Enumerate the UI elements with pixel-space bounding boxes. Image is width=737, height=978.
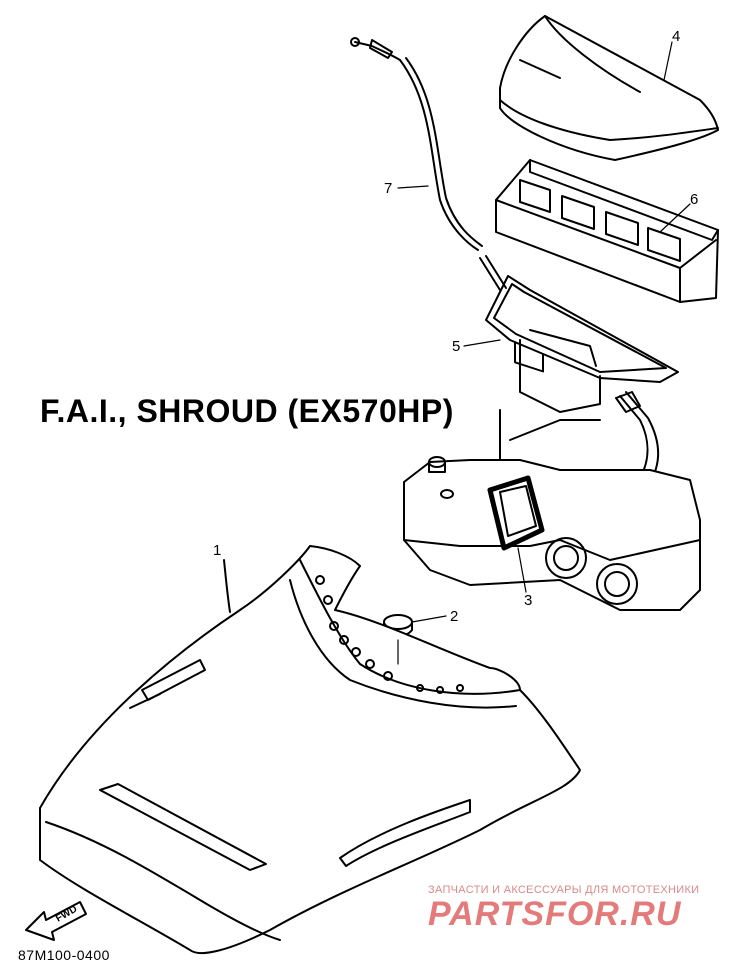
cover-lid-part xyxy=(499,15,719,161)
watermark-logo: PARTSFOR.RU xyxy=(428,895,682,933)
watermark-tagline: ЗАПЧАСТИ И АКСЕССУАРЫ ДЛЯ МОТОТЕХНИКИ xyxy=(428,884,700,896)
shroud-part xyxy=(39,545,581,954)
throttle-cable-part xyxy=(350,37,507,291)
forward-direction-arrow-icon xyxy=(25,901,87,941)
tray-frame-part xyxy=(485,275,679,413)
callout-part-1: 1 xyxy=(213,542,222,559)
callout-part-7: 7 xyxy=(384,180,393,197)
callout-part-4: 4 xyxy=(672,28,681,45)
leader-lines xyxy=(397,41,691,665)
diagram-code: 87M100-0400 xyxy=(18,947,110,963)
callout-part-2: 2 xyxy=(450,608,459,625)
callout-part-3: 3 xyxy=(524,592,533,609)
carburetor-body-part xyxy=(403,409,701,611)
intake-box-part xyxy=(495,159,719,373)
callout-part-6: 6 xyxy=(690,191,699,208)
callout-part-5: 5 xyxy=(452,338,461,355)
gasket-part xyxy=(487,475,545,551)
diagram-title: F.A.I., SHROUD (EX570HP) xyxy=(40,393,454,429)
